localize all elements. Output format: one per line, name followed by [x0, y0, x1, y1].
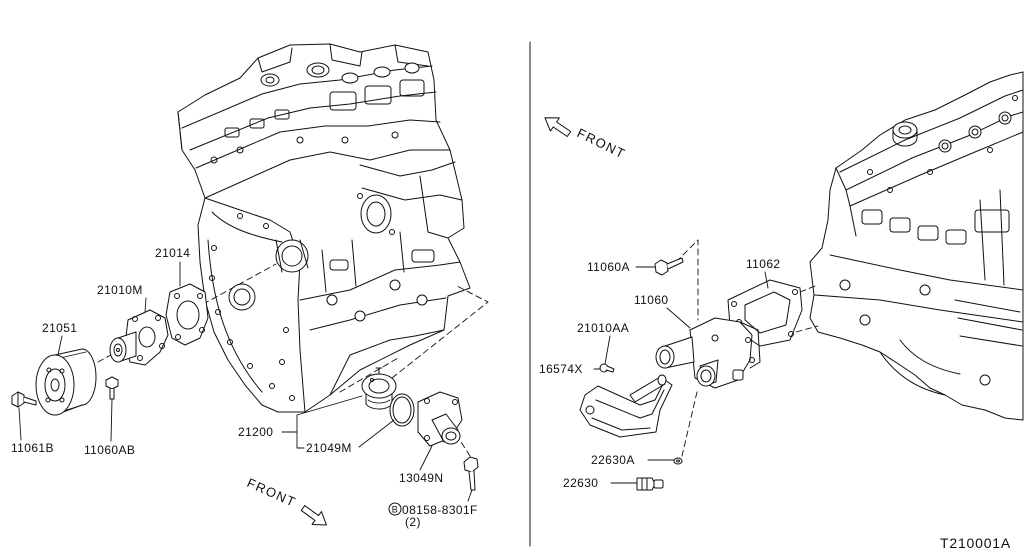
label-21200: 21200	[238, 425, 273, 439]
label-11062: 11062	[746, 257, 780, 271]
label-21010m: 21010M	[97, 283, 143, 297]
label-22630a: 22630A	[591, 453, 635, 467]
leader-11060ab	[110, 398, 113, 442]
leader-21051	[57, 335, 63, 356]
leader-lines-left	[18, 261, 473, 502]
leader-11061b	[18, 407, 22, 441]
bolt-marker-letter: B	[392, 505, 398, 515]
front-label-left: FRONT	[245, 475, 299, 510]
label-13049n: 13049N	[399, 471, 443, 485]
thermostat-seal-ring	[389, 393, 415, 427]
label-22630: 22630	[563, 476, 598, 490]
crank-pulley	[35, 348, 97, 416]
bolt-11060a	[654, 257, 684, 276]
label-21014: 21014	[155, 246, 190, 260]
front-indicator-left: FRONT	[245, 475, 327, 526]
bolt-marker-circle	[388, 502, 402, 516]
water-pump	[109, 309, 169, 366]
water-pump-gasket	[165, 283, 209, 346]
labels-right: 11060A 11062 11060 21010AA 16574X 22630A…	[539, 257, 780, 490]
label-08158-quantity: (2)	[405, 515, 421, 529]
labels-left: 21014 21010M 21051 11061B 11060AB 21200 …	[11, 246, 478, 529]
front-indicator-right: FRONT	[544, 117, 629, 162]
leader-lines-right	[593, 266, 769, 484]
water-outlet-housing	[655, 317, 761, 389]
front-arrow-right-icon	[544, 117, 572, 137]
leader-11060	[666, 307, 691, 329]
bolt-11060ab	[105, 376, 119, 400]
water-inlet-housing	[417, 391, 463, 447]
bolt-21010aa	[599, 363, 615, 373]
label-21049m: 21049M	[306, 441, 352, 455]
engine-block-left	[177, 43, 471, 413]
temperature-sensor	[636, 477, 664, 491]
hose-bracket	[579, 374, 673, 438]
engine-block-right	[809, 71, 1024, 421]
figure-code: T210001A	[940, 535, 1011, 551]
sensor-washer	[673, 457, 683, 465]
bolt-11061b	[11, 391, 37, 408]
front-arrow-left-icon	[300, 505, 327, 526]
leader-21049m	[358, 419, 395, 448]
label-11061b: 11061B	[11, 441, 54, 455]
label-08158-8301f: 08158-8301F	[402, 503, 478, 517]
label-11060a: 11060A	[587, 260, 630, 274]
label-21051: 21051	[42, 321, 77, 335]
leader-21010aa	[604, 335, 611, 365]
front-label-right: FRONT	[575, 125, 629, 161]
leader-11062	[764, 271, 769, 289]
label-16574x: 16574X	[539, 362, 583, 376]
leader-08158	[467, 489, 473, 502]
label-21010aa: 21010AA	[577, 321, 629, 335]
leader-21200	[281, 395, 363, 449]
label-11060ab: 11060AB	[84, 443, 135, 457]
label-11060: 11060	[634, 293, 668, 307]
leader-13049n	[419, 445, 433, 471]
leader-21010m	[144, 297, 147, 313]
bolt-08158	[463, 456, 479, 491]
thermostat	[361, 367, 397, 410]
